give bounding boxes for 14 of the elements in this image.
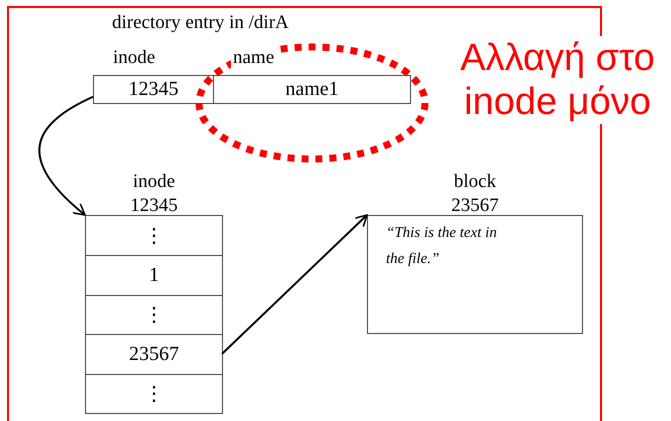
table-row: ⋮	[86, 216, 222, 256]
table-cell: name1	[213, 75, 411, 104]
arrow	[221, 214, 368, 355]
column-heading: name	[231, 47, 276, 69]
table-cell: 12345	[93, 75, 214, 104]
column-heading: block 23567	[450, 170, 500, 218]
arrow	[38, 96, 94, 216]
block-text: “This is the text in the file.”	[386, 224, 498, 269]
table-row: 23567	[86, 334, 222, 374]
table-row: ⋮	[86, 374, 222, 413]
heading-text: directory entry in /dirA	[112, 12, 289, 34]
column-heading: inode 12345	[129, 170, 179, 218]
table-row: 1	[86, 255, 222, 295]
table-row: ⋮	[86, 294, 222, 334]
